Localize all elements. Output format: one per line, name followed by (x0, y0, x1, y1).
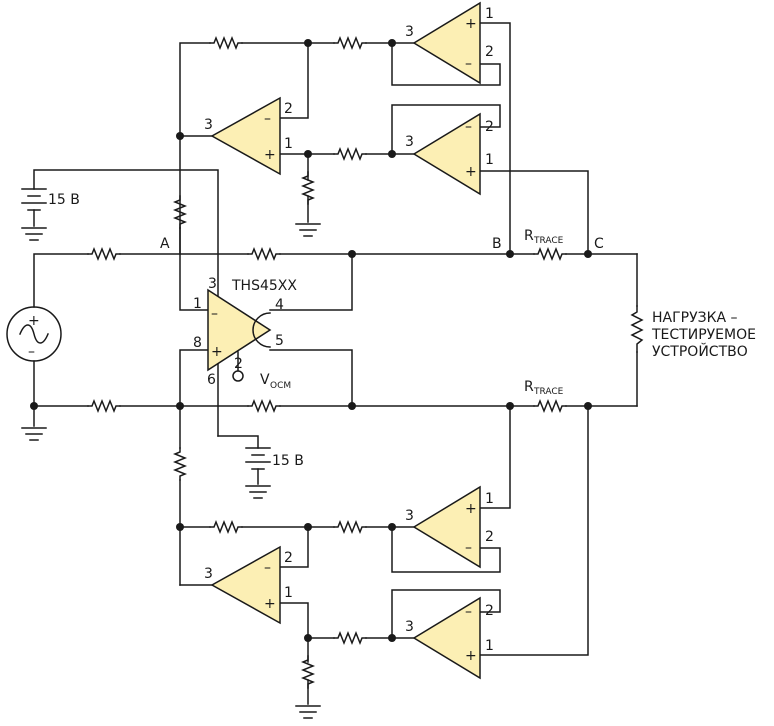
load-label-line3: УСТРОЙСТВО (652, 342, 748, 360)
opamp-bottom-first (412, 485, 481, 569)
pin-label: 2 (284, 550, 293, 566)
rtrace-bottom-label: R (524, 379, 534, 395)
minus-sign: – (264, 111, 271, 127)
pin-label: 2 (485, 44, 494, 60)
bottom-sense-block: + – – + – + 1 2 3 2 1 3 2 1 3 (174, 405, 589, 719)
vocm-terminal (232, 370, 244, 382)
top-sense-block: + – – + – + 1 2 3 2 1 3 2 1 3 (174, 1, 589, 255)
plus-sign: + (28, 313, 40, 329)
plus-sign: + (465, 501, 477, 517)
load-label-line2: ТЕСТИРУЕМОЕ (651, 327, 756, 343)
pin-label: 3 (204, 117, 213, 133)
junction-dots (30, 39, 592, 642)
plus-sign: + (465, 648, 477, 664)
pin-label: 1 (485, 152, 494, 168)
pin-label: 3 (405, 619, 414, 635)
pin-label: 5 (275, 333, 284, 349)
main-path: + – – + (6, 227, 756, 441)
rtrace-bottom-subscript: TRACE (533, 387, 564, 397)
load-resistor (630, 305, 644, 353)
pin-label: 2 (485, 529, 494, 545)
minus-sign: – (264, 560, 271, 576)
minus-sign: – (465, 540, 472, 556)
minus-sign: – (465, 604, 472, 620)
pin-label: 2 (485, 119, 494, 135)
opamp-bottom-second (412, 596, 481, 680)
vocm-label: V (260, 372, 270, 388)
supply-label-top: 15 В (48, 192, 80, 208)
opamp-top-left (210, 96, 281, 176)
load-label-line1: НАГРУЗКА – (652, 310, 738, 326)
pin-label: 3 (405, 508, 414, 524)
node-b-label: B (492, 236, 502, 252)
pin-label: 4 (275, 297, 284, 313)
pin-label: 1 (485, 491, 494, 507)
plus-sign: + (264, 596, 276, 612)
pin-label: 3 (405, 24, 414, 40)
pin-label: 6 (207, 372, 216, 388)
pin-label: 1 (284, 136, 293, 152)
bottom-supply: 15 В (217, 435, 304, 499)
minus-sign: – (211, 306, 218, 322)
pin-label: 2 (485, 603, 494, 619)
minus-sign: – (28, 344, 35, 360)
vocm-subscript: OCM (270, 381, 291, 391)
opamp-bottom-left (210, 545, 281, 625)
pin-label: 1 (193, 296, 202, 312)
minus-sign: – (465, 56, 472, 72)
ths45xx-opamp (207, 288, 272, 372)
pin-label: 3 (208, 276, 217, 292)
plus-sign: + (465, 164, 477, 180)
pin-label: 8 (193, 335, 202, 351)
pin-label: 2 (284, 101, 293, 117)
node-c-label: C (594, 236, 604, 252)
node-a-label: A (160, 236, 170, 252)
pin-label: 1 (485, 638, 494, 654)
rtrace-top-label: R (524, 228, 534, 244)
pin-label: 1 (284, 585, 293, 601)
pin-label: 2 (234, 356, 243, 372)
pin-label: 1 (485, 6, 494, 22)
supply-label-bottom: 15 В (272, 453, 304, 469)
plus-sign: + (264, 147, 276, 163)
plus-sign: + (211, 344, 223, 360)
top-supply: 15 В (21, 169, 219, 311)
rtrace-top-subscript: TRACE (533, 236, 564, 246)
opamp-top-second (412, 112, 481, 196)
minus-sign: – (465, 119, 472, 135)
pin-label: 3 (405, 134, 414, 150)
plus-sign: + (465, 16, 477, 32)
chip-label: THS45XX (231, 278, 297, 294)
pin-label: 3 (204, 566, 213, 582)
opamp-top-top (412, 1, 481, 85)
